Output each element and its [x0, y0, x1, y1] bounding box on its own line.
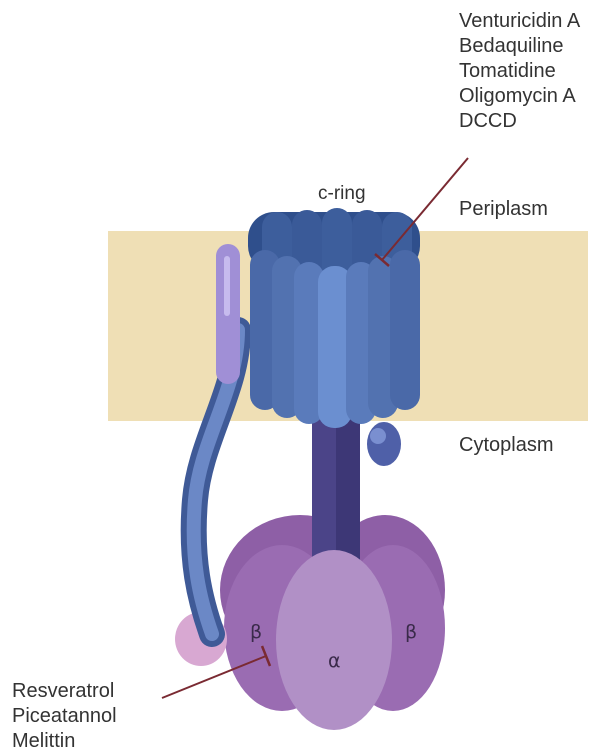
c-ring: [248, 208, 420, 428]
c-ring-inhibitor-list: Venturicidin A Bedaquiline Tomatidine Ol…: [459, 9, 580, 134]
alpha-label: α: [328, 650, 341, 672]
f1-inhibitor-list: Resveratrol Piceatannol Melittin: [12, 679, 117, 754]
periplasm-label: Periplasm: [459, 197, 548, 222]
f1-inhibitor-item: Piceatannol: [12, 704, 117, 729]
c-ring-inhibitor-item: DCCD: [459, 109, 580, 134]
f1-inhibitor-item: Melittin: [12, 729, 117, 754]
c-ring-inhibitor-item: Venturicidin A: [459, 9, 580, 34]
f1-inhibitor-item: Resveratrol: [12, 679, 117, 704]
c-ring-inhibitor-item: Bedaquiline: [459, 34, 580, 59]
c-ring-label: c-ring: [318, 181, 366, 206]
c-ring-inhibitor-item: Oligomycin A: [459, 84, 580, 109]
cytoplasm-label: Cytoplasm: [459, 433, 553, 458]
alpha-subunit: [276, 550, 392, 730]
epsilon-bump-highlight: [370, 428, 386, 444]
beta-right-label: β: [405, 621, 417, 643]
beta-left-label: β: [250, 621, 262, 643]
b-subunit-top-highlight: [224, 256, 230, 316]
c-ring-inhibitor-item: Tomatidine: [459, 59, 580, 84]
epsilon-bump: [367, 422, 401, 466]
